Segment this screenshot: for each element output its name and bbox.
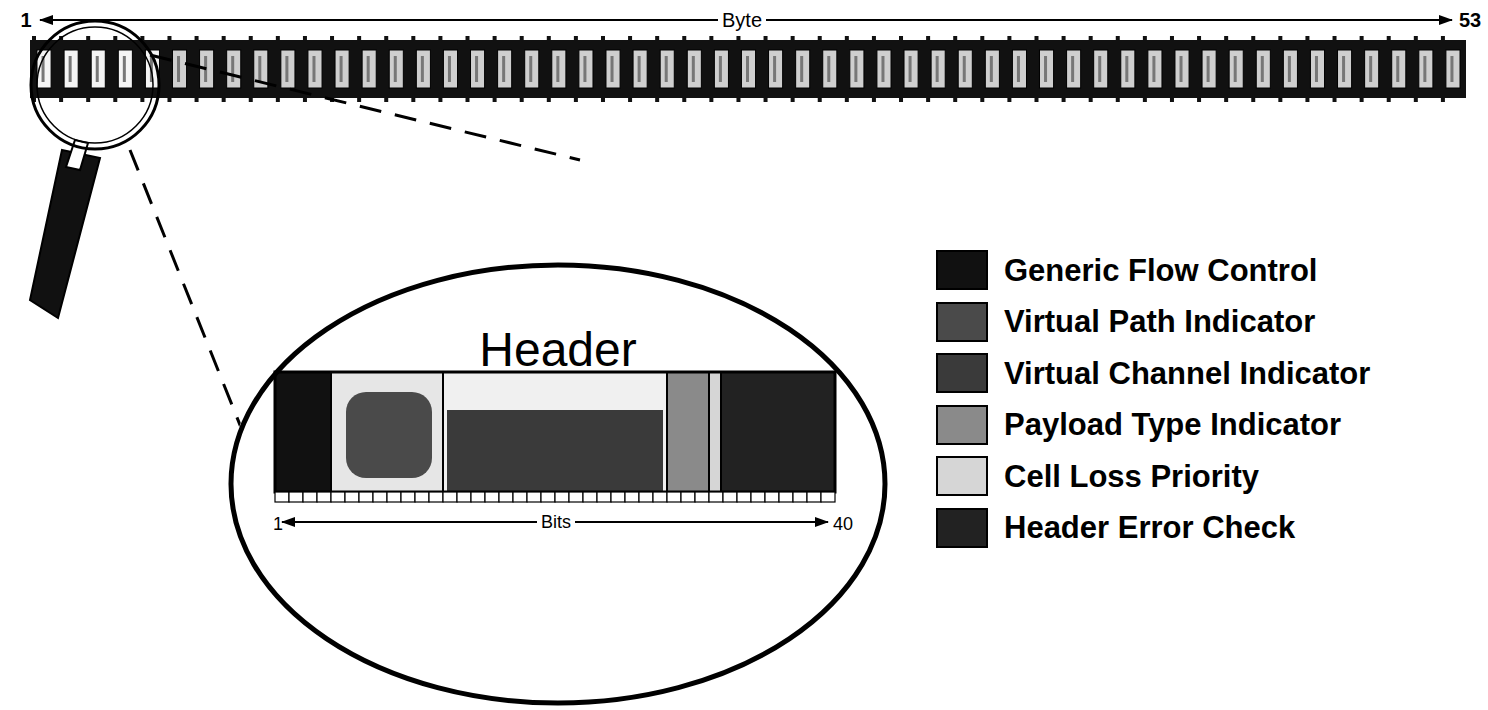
- legend-text: Virtual Path Indicator: [1004, 306, 1315, 337]
- legend-swatch: [936, 250, 988, 290]
- zoom-line: [130, 150, 246, 440]
- zoom-title: Header: [479, 326, 636, 374]
- bit-number: 40: [833, 515, 853, 533]
- legend-text: Cell Loss Priority: [1004, 461, 1259, 492]
- legend-text: Payload Type Indicator: [1004, 409, 1341, 440]
- legend-text: Virtual Channel Indicator: [1004, 358, 1370, 389]
- bit-ticks: [275, 492, 835, 502]
- axis-label: Bits: [537, 513, 575, 531]
- legend-swatch: [936, 405, 988, 445]
- bit-number: 1: [273, 515, 283, 533]
- header-bar: [275, 372, 835, 492]
- zoom-circle: Header: [228, 262, 888, 706]
- zoom-line: [150, 55, 580, 160]
- zoom-ground: [228, 262, 888, 706]
- magnifier: [30, 21, 159, 318]
- byte-number: 1: [20, 10, 31, 30]
- legend-text: Header Error Check: [1004, 512, 1295, 543]
- legend-swatch: [936, 508, 988, 548]
- legend-swatch: [936, 353, 988, 393]
- cell-band: [30, 36, 1466, 102]
- legend-text: Generic Flow Control: [1004, 255, 1317, 286]
- legend-swatch: [936, 456, 988, 496]
- axis-label: Byte: [718, 10, 766, 30]
- legend-swatch: [936, 302, 988, 342]
- byte-number: 53: [1459, 10, 1481, 30]
